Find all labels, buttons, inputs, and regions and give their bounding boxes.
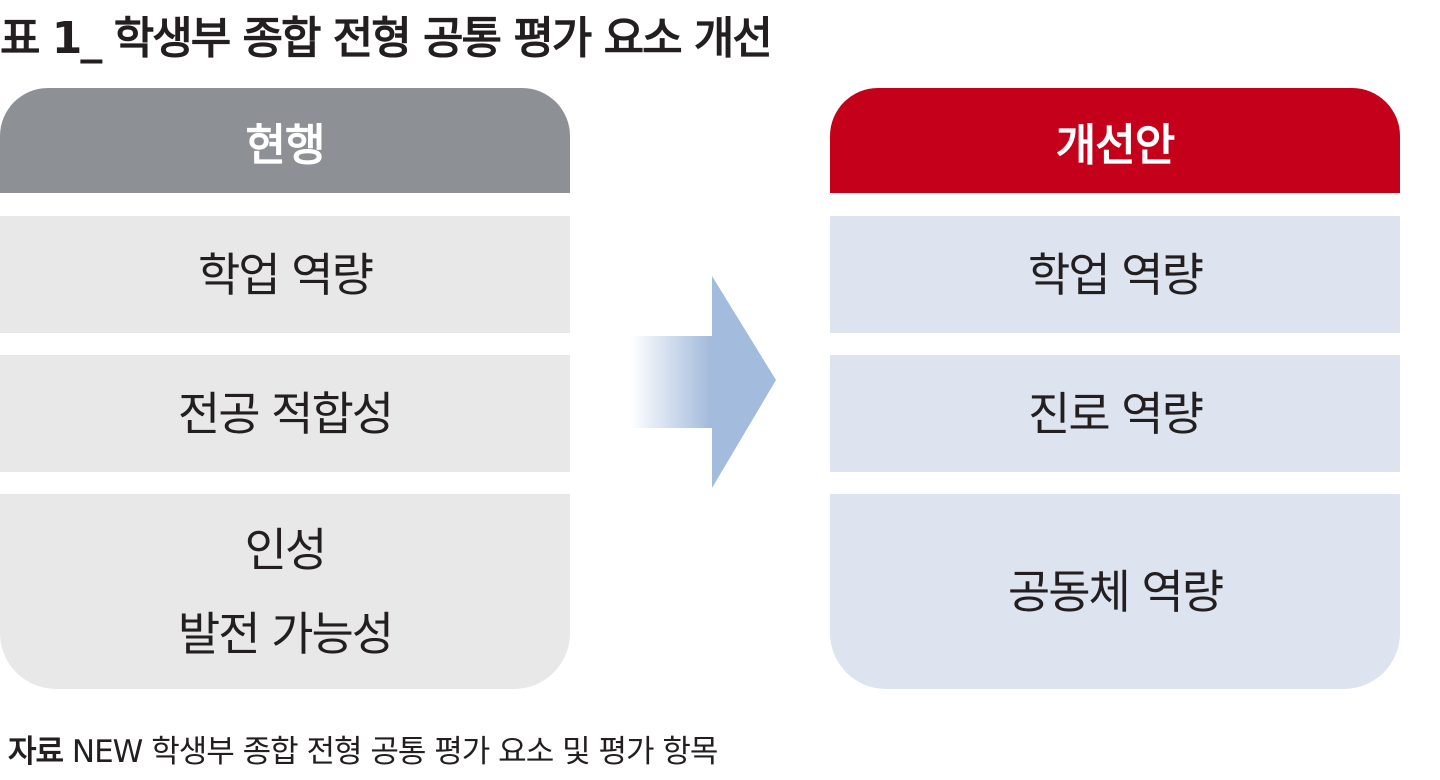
improved-item-community: 공동체 역량 [830,494,1400,689]
source-text: NEW 학생부 종합 전형 공통 평가 요소 및 평가 항목 [71,734,718,770]
improved-item-label: 학업 역량 [1028,247,1204,302]
current-item-character: 인성 발전 가능성 [0,494,570,689]
improved-item-career: 진로 역량 [830,355,1400,472]
current-column: 현행 학업 역량 전공 적합성 인성 발전 가능성 [0,88,570,689]
current-header: 현행 [0,88,570,193]
improved-item-academic: 학업 역량 [830,216,1400,333]
current-item-label: 전공 적합성 [177,386,394,441]
current-item-major-fit: 전공 적합성 [0,355,570,472]
source-note: 자료 NEW 학생부 종합 전형 공통 평가 요소 및 평가 항목 [8,726,718,771]
improved-item-label: 진로 역량 [1028,386,1204,441]
arrow-shape [630,276,776,488]
current-item-academic: 학업 역량 [0,216,570,333]
improved-item-label: 공동체 역량 [1007,564,1224,619]
current-item-label: 발전 가능성 [177,606,394,661]
current-item-label: 학업 역량 [198,247,374,302]
source-label: 자료 [8,734,64,770]
improved-header: 개선안 [830,88,1400,193]
improved-column: 개선안 학업 역량 진로 역량 공동체 역량 [830,88,1400,689]
right-arrow-icon [630,276,776,488]
figure-title: 표 1_ 학생부 종합 전형 공통 평가 요소 개선 [0,13,773,64]
current-item-label: 인성 [244,522,328,577]
